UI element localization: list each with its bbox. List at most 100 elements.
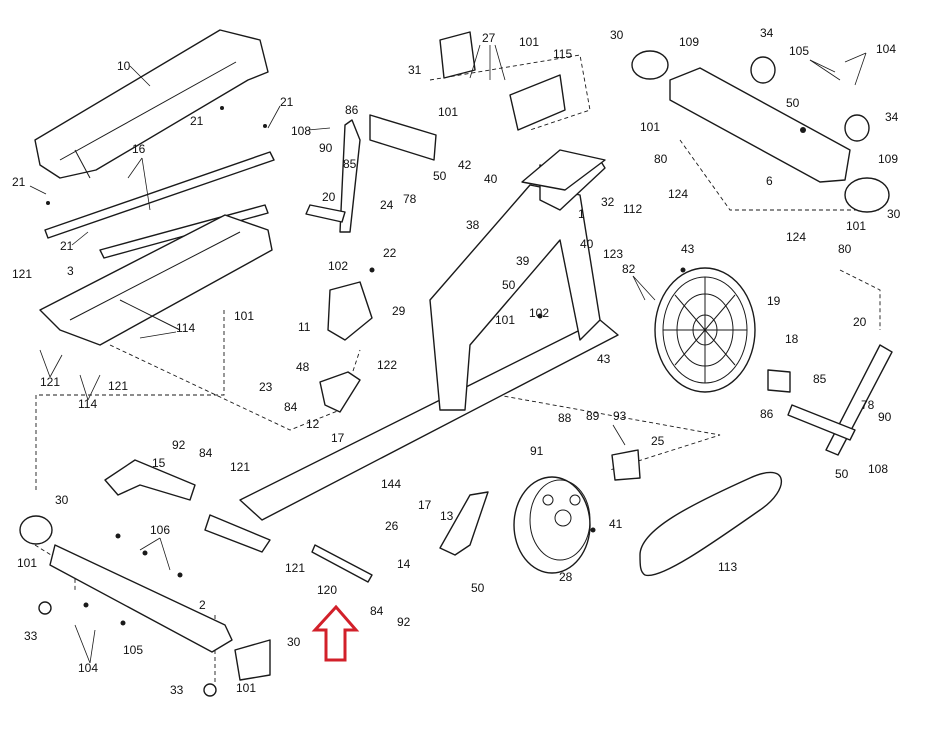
callout-13: 13 (440, 509, 454, 523)
callout-109: 109 (679, 35, 699, 49)
callout-101: 101 (236, 681, 256, 695)
callout-12: 12 (306, 417, 320, 431)
callout-2: 2 (199, 598, 206, 612)
callout-78: 78 (403, 192, 417, 206)
callout-20: 20 (322, 190, 336, 204)
callout-18: 18 (785, 332, 799, 346)
callout-14: 14 (397, 557, 411, 571)
callout-86: 86 (345, 103, 359, 117)
callout-30: 30 (610, 28, 624, 42)
callout-91: 91 (530, 444, 544, 458)
callout-43: 43 (597, 352, 611, 366)
callout-85: 85 (343, 157, 357, 171)
assembly-guide-lines (34, 54, 881, 685)
callout-101: 101 (519, 35, 539, 49)
callout-102: 102 (328, 259, 348, 273)
callout-101: 101 (17, 556, 37, 570)
callout-21: 21 (280, 95, 294, 109)
callout-84: 84 (284, 400, 298, 414)
part-115-bracket (439, 31, 566, 131)
part-11-tension-control (319, 281, 373, 413)
callout-34: 34 (885, 110, 899, 124)
callout-24: 24 (380, 198, 394, 212)
callout-113: 113 (718, 560, 737, 574)
callout-121: 121 (12, 267, 32, 281)
callout-1: 1 (578, 207, 585, 221)
callout-101: 101 (234, 309, 254, 323)
red-arrow-highlight (311, 604, 360, 662)
callout-48: 48 (296, 360, 310, 374)
callout-20: 20 (853, 315, 867, 329)
callout-30: 30 (55, 493, 69, 507)
callout-114: 114 (176, 321, 195, 335)
callout-101: 101 (495, 313, 515, 327)
callout-16: 16 (132, 142, 146, 156)
part-2-front-base (19, 515, 271, 697)
callout-101: 101 (438, 105, 458, 119)
callout-80: 80 (654, 152, 668, 166)
callout-42: 42 (458, 158, 472, 172)
part-20-pedal-arm-right (767, 344, 893, 456)
callout-90: 90 (878, 410, 892, 424)
callout-30: 30 (287, 635, 301, 649)
callout-84: 84 (370, 604, 384, 618)
callout-15: 15 (152, 456, 166, 470)
callout-50: 50 (433, 169, 447, 183)
part-120-axle (311, 544, 373, 583)
callout-101: 101 (846, 219, 866, 233)
part-10-rear-cover (34, 29, 269, 179)
callout-109: 109 (878, 152, 898, 166)
part-25-bracket (611, 449, 641, 481)
part-1-upright (429, 149, 606, 411)
callout-121: 121 (108, 379, 128, 393)
part-19-flywheel (654, 267, 756, 393)
callout-labels: 10 21 21 16 21 21 121 3 121 121 114 114 … (12, 26, 901, 697)
callout-17: 17 (331, 431, 345, 445)
callout-114: 114 (78, 397, 97, 411)
callout-27: 27 (482, 31, 496, 45)
fastener-dots (46, 106, 806, 626)
callout-144: 144 (381, 477, 401, 491)
callout-121: 121 (285, 561, 305, 575)
callout-121: 121 (230, 460, 250, 474)
callout-41: 41 (609, 517, 623, 531)
callout-112: 112 (623, 202, 642, 216)
callout-40: 40 (580, 237, 594, 251)
callout-123: 123 (603, 247, 623, 261)
callout-124: 124 (668, 187, 688, 201)
callout-102: 102 (529, 306, 549, 320)
callout-104: 104 (78, 661, 98, 675)
callout-50: 50 (835, 467, 849, 481)
callout-105: 105 (123, 643, 143, 657)
callout-17: 17 (418, 498, 432, 512)
callout-6: 6 (766, 174, 773, 188)
callout-106: 106 (150, 523, 170, 537)
callout-124: 124 (786, 230, 806, 244)
part-6-front-stabilizer (631, 50, 890, 213)
callout-11: 11 (298, 320, 311, 334)
callout-50: 50 (471, 581, 485, 595)
callout-19: 19 (767, 294, 781, 308)
callout-23: 23 (259, 380, 273, 394)
callout-82: 82 (622, 262, 636, 276)
callout-33: 33 (170, 683, 184, 697)
callout-101: 101 (640, 120, 660, 134)
part-113-belt (639, 471, 783, 577)
callout-33: 33 (24, 629, 38, 643)
callout-104: 104 (876, 42, 896, 56)
callout-121: 121 (40, 375, 60, 389)
part-28-pulley (513, 476, 591, 574)
callout-93: 93 (613, 409, 627, 423)
main-frame-tube (204, 319, 619, 553)
callout-26: 26 (385, 519, 399, 533)
callout-21: 21 (12, 175, 26, 189)
callout-38: 38 (466, 218, 480, 232)
part-20-pedal-arm-left (305, 114, 437, 233)
callout-21: 21 (60, 239, 74, 253)
part-13-crank-arm (439, 491, 489, 556)
callout-84: 84 (199, 446, 213, 460)
callout-34: 34 (760, 26, 774, 40)
callout-32: 32 (601, 195, 615, 209)
callout-43: 43 (681, 242, 695, 256)
callout-88: 88 (558, 411, 572, 425)
